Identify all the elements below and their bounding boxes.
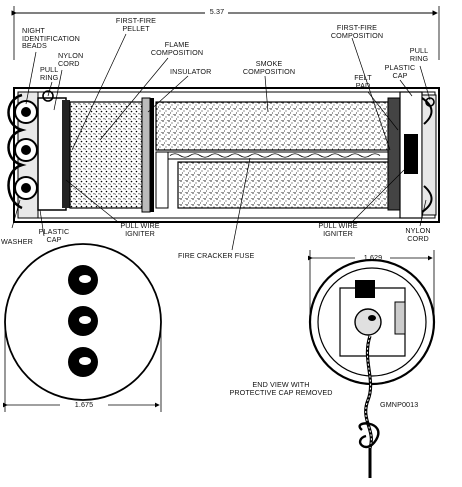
label-insulator: INSULATOR	[170, 67, 212, 76]
label-fire-cracker-fuse: FIRE CRACKER FUSE	[178, 251, 255, 260]
fire-cracker-fuse	[167, 151, 389, 160]
label-first-fire-composition: FIRST-FIRE COMPOSITION	[330, 23, 384, 40]
nylon-cord-end-view	[358, 335, 380, 478]
night-identification-beads	[7, 93, 38, 210]
label-pull-ring-right: PULL RING	[409, 46, 429, 63]
right-diameter-label: 1.629	[363, 253, 383, 262]
smoke-composition-fill	[155, 101, 389, 151]
label-plastic-cap-left: PLASTIC CAP	[38, 227, 70, 244]
label-pull-wire-igniter-left: PULL WIRE IGNITER	[120, 221, 160, 238]
label-pull-wire-igniter-right: PULL WIRE IGNITER	[318, 221, 358, 238]
end-view-right	[308, 258, 436, 386]
label-washer: WASHER	[1, 237, 33, 246]
insulator	[141, 97, 151, 213]
label-first-fire-pellet: FIRST-FIRE PELLET	[115, 16, 157, 33]
pull-ring-left-shape	[42, 90, 54, 102]
right-end-assembly	[387, 91, 437, 219]
end-view-left	[4, 243, 162, 401]
label-night-identification-beads: NIGHT IDENTIFICATION BEADS	[22, 26, 80, 51]
overall-length-label: 5.37	[209, 7, 225, 16]
overall-length-dimension	[11, 6, 440, 60]
label-flame-composition: FLAME COMPOSITION	[150, 40, 204, 57]
leader-lines	[11, 33, 431, 251]
label-felt-pad: FELT PAD	[354, 73, 372, 90]
flame-composition-fill	[69, 101, 143, 209]
label-smoke-composition: SMOKE COMPOSITION	[242, 59, 296, 76]
label-nylon-cord-right: NYLON CORD	[405, 226, 431, 243]
label-nylon-cord-left: NYLON CORD	[58, 51, 84, 68]
label-plastic-cap-right: PLASTIC CAP	[384, 63, 416, 80]
left-diameter-label: 1.675	[74, 400, 94, 409]
end-view-caption: END VIEW WITH PROTECTIVE CAP REMOVED	[229, 380, 333, 397]
figure-id: GMNP0013	[380, 400, 419, 409]
label-pull-ring-left: PULL RING	[40, 65, 59, 82]
left-diameter-dimension	[3, 322, 162, 412]
right-diameter-dimension	[308, 250, 435, 322]
lower-composition-fill	[177, 161, 389, 209]
